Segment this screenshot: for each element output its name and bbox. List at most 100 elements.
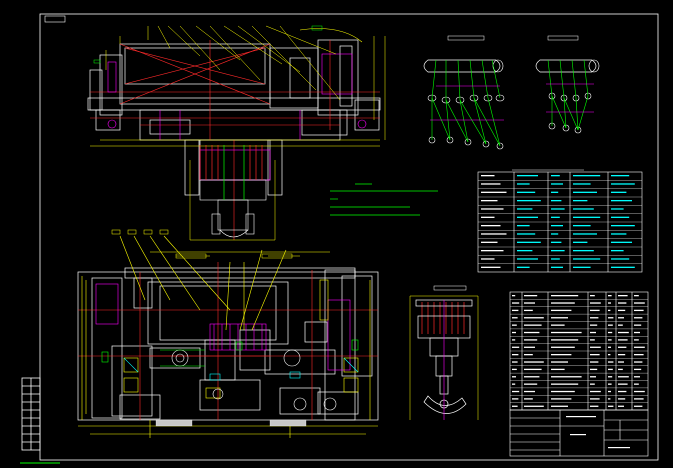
bom-cell-glyphs [551,368,565,371]
bom-cell-glyphs [608,317,614,319]
bom-cell-glyphs [524,324,542,326]
bom-cell-glyphs [590,295,595,297]
param-cell-glyphs [481,183,501,185]
bom-cell-glyphs [551,354,572,356]
bom-cell-glyphs [551,309,572,312]
param-cell-glyphs [551,191,559,193]
bom-cell-glyphs [512,295,516,297]
bom-cell-glyphs [512,331,516,334]
bom-cell-glyphs [634,354,644,356]
param-cell-glyphs [481,241,498,243]
bom-cell-glyphs [618,354,626,356]
bom-cell-glyphs [590,361,599,363]
bom-cell-glyphs [524,302,535,304]
bom-cell-glyphs [608,354,611,356]
param-cell-glyphs [551,233,559,235]
param-cell-glyphs [551,175,560,177]
bom-cell-glyphs [590,317,599,319]
bom-cell-glyphs [524,390,535,393]
param-cell-glyphs [517,241,541,243]
bom-cell-glyphs [634,331,640,334]
bom-cell-glyphs [634,398,644,400]
bom-cell-glyphs [608,361,614,363]
bom-cell-glyphs [551,324,565,326]
bom-cell-glyphs [524,368,542,371]
param-cell-glyphs [551,200,562,202]
param-cell-glyphs [573,250,594,252]
bom-cell-glyphs [512,390,520,393]
param-cell-glyphs [573,233,597,235]
bom-cell-glyphs [512,398,519,400]
bom-cell-glyphs [634,317,643,319]
bom-cell-glyphs [634,346,645,348]
param-cell-glyphs [611,216,630,218]
bom-cell-glyphs [551,346,575,348]
param-cell-glyphs [481,225,501,227]
bom-cell-glyphs [634,309,644,312]
bom-cell-glyphs [634,302,645,304]
bom-cell-glyphs [618,398,626,400]
title-block [509,409,649,457]
bom-cell-glyphs [608,346,611,348]
plan-view [77,229,379,438]
bom-cell-glyphs [618,383,628,385]
bom-cell-glyphs [512,309,519,312]
param-cell-glyphs [517,200,541,202]
param-cell-glyphs [481,250,504,252]
param-cell-glyphs [551,258,560,260]
param-cell-glyphs [611,266,635,268]
param-cell-glyphs [551,183,563,185]
param-cell-glyphs [611,175,630,177]
bom-cell-glyphs [551,405,568,407]
bom-cell-glyphs [590,354,600,356]
bom-cell-glyphs [590,383,595,385]
param-cell-glyphs [517,191,536,193]
bom-cell-glyphs [512,376,516,378]
bom-cell-glyphs [512,339,516,341]
bom-cell-glyphs [634,376,640,378]
param-cell-glyphs [481,258,495,260]
bom-cell-glyphs [551,302,575,304]
bom-cell-glyphs [618,331,629,334]
param-cell-glyphs [611,200,632,202]
bom-cell-glyphs [551,383,579,385]
bom-cell-glyphs [634,368,642,371]
bom-cell-glyphs [608,295,612,297]
param-cell-glyphs [573,258,601,260]
param-cell-glyphs [481,208,504,210]
param-cell-glyphs [611,208,624,210]
bom-cell-glyphs [524,317,544,319]
bom-cell-glyphs [608,383,612,385]
param-cell-glyphs [573,216,601,218]
bom-cell-glyphs [551,390,575,393]
bom-cell-glyphs [608,324,613,326]
param-cell-glyphs [551,216,560,218]
bom-cell-glyphs [608,376,613,378]
bom-cell-glyphs [634,383,639,385]
param-cell-glyphs [573,175,601,177]
bom-cell-glyphs [590,368,598,371]
bom-cell-glyphs [608,302,611,304]
bom-cell-glyphs [524,405,544,407]
param-cell-glyphs [517,266,530,268]
param-cell-glyphs [611,191,627,193]
bom-cell-glyphs [590,405,599,407]
param-cell-glyphs [517,233,536,235]
bill-of-materials [509,291,649,411]
sheet-frame [21,13,659,461]
param-cell-glyphs [517,216,538,218]
bom-cell-glyphs [524,376,540,378]
bom-cell-glyphs [551,331,582,334]
param-cell-glyphs [517,250,533,252]
bom-cell-glyphs [551,398,572,400]
bom-cell-glyphs [512,324,517,326]
bom-cell-glyphs [524,398,533,400]
bom-cell-glyphs [551,339,579,341]
bom-cell-glyphs [608,331,613,334]
param-cell-glyphs [517,183,530,185]
bom-cell-glyphs [618,339,628,341]
bom-cell-glyphs [634,405,643,407]
bom-cell-glyphs [590,324,598,326]
param-cell-glyphs [573,266,591,268]
